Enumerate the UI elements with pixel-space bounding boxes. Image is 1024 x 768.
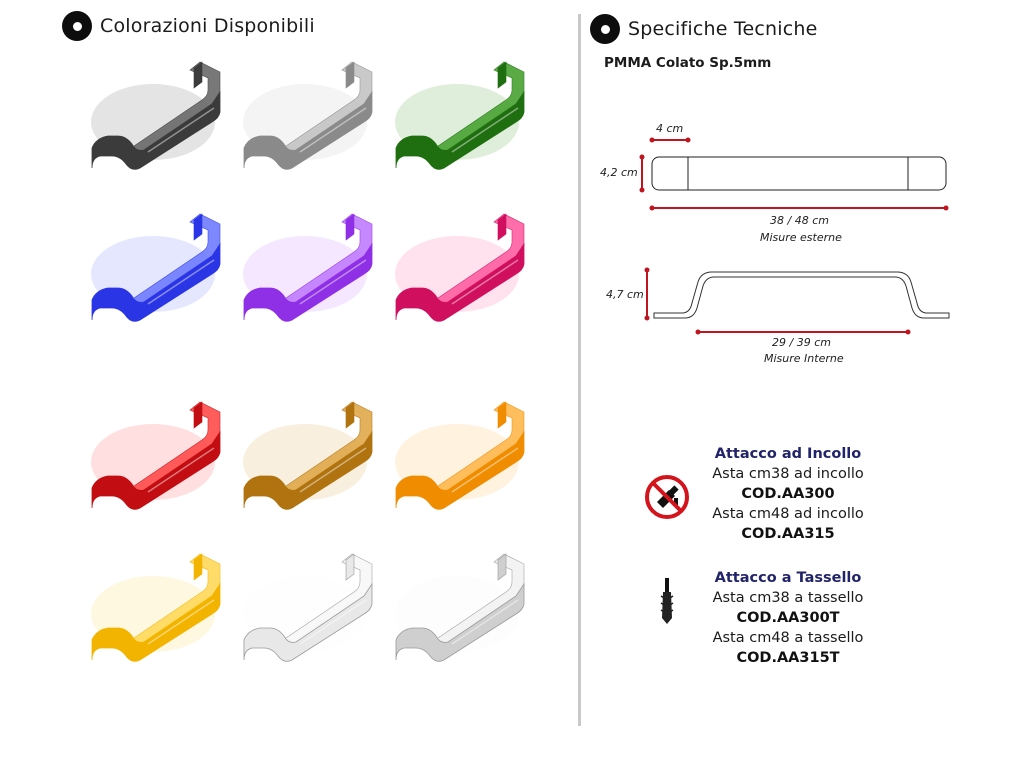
dim-dot [644,315,650,321]
dim-dot [685,137,691,143]
towel-bar-image [91,61,221,170]
towel-bar-image [243,61,373,170]
dim-dot [644,267,650,273]
color-swatch [78,52,233,192]
glue-attachment-block: Attacco ad Incollo Asta cm38 ad incollo … [668,444,908,544]
dim-dot [695,329,701,335]
towel-bar-image [243,213,373,322]
colors-title: Colorazioni Disponibili [100,15,315,37]
top-view-outline [651,156,947,191]
towel-bar-image [91,401,221,510]
towel-bar-image [395,213,525,322]
glue-option-1: Asta cm38 ad incollo [712,466,864,482]
dowel-code-1: COD.AA300T [736,610,840,626]
dim-length-label: 38 / 48 cm [770,214,829,227]
color-swatch [78,544,233,684]
color-swatch [78,392,233,532]
circle-bullet-icon [590,14,620,44]
towel-bar-image [395,553,525,662]
towel-bar-image [91,213,221,322]
color-swatch [382,392,537,532]
circle-bullet-icon [62,11,92,41]
specs-title: Specifiche Tecniche [628,18,818,40]
glue-code-2: COD.AA315 [741,526,835,542]
color-swatch [78,204,233,344]
dim-height-top-label: 4,2 cm [600,166,638,179]
dim-dot [639,154,645,160]
towel-bar-image [243,553,373,662]
side-profile-outer [653,271,950,319]
glue-attachment-title: Attacco ad Incollo [714,446,862,462]
material-spec: PMMA Colato Sp.5mm [604,55,772,71]
color-swatch [230,204,385,344]
section-divider [578,14,581,726]
specs-header: Specifiche Tecniche [590,14,818,44]
dim-inner-label: 29 / 39 cm [772,336,831,349]
no-glue-gun-icon [645,475,689,519]
dowel-option-1: Asta cm38 a tassello [712,590,864,606]
color-swatch [382,52,537,192]
dowel-option-2: Asta cm48 a tassello [712,630,864,646]
dim-length-note: Misure esterne [760,231,842,244]
dowel-attachment-title: Attacco a Tassello [714,570,862,586]
color-swatch [382,544,537,684]
dim-dot [905,329,911,335]
color-swatch-grid [78,52,558,672]
glue-option-2: Asta cm48 ad incollo [712,506,864,522]
wall-plug-icon [660,578,674,624]
color-swatch [382,204,537,344]
colors-header: Colorazioni Disponibili [62,11,315,41]
color-swatch [230,544,385,684]
dim-dot [639,187,645,193]
towel-bar-image [91,553,221,662]
dim-inner-note: Misure Interne [764,352,844,365]
dimension-diagram: 4 cm 4,2 cm 38 / 48 cm Misure esterne 4,… [590,110,970,380]
glue-code-1: COD.AA300 [741,486,835,502]
color-swatch [230,392,385,532]
dowel-attachment-block: Attacco a Tassello Asta cm38 a tassello … [668,568,908,668]
towel-bar-image [243,401,373,510]
dim-width-label: 4 cm [656,122,684,135]
dim-dot [943,205,949,211]
towel-bar-image [395,61,525,170]
dim-height-bottom-label: 4,7 cm [606,288,644,301]
color-swatch [230,52,385,192]
towel-bar-image [395,401,525,510]
dim-dot [649,137,655,143]
dimension-drawing [639,137,950,335]
dim-dot [649,205,655,211]
dowel-code-2: COD.AA315T [736,650,840,666]
